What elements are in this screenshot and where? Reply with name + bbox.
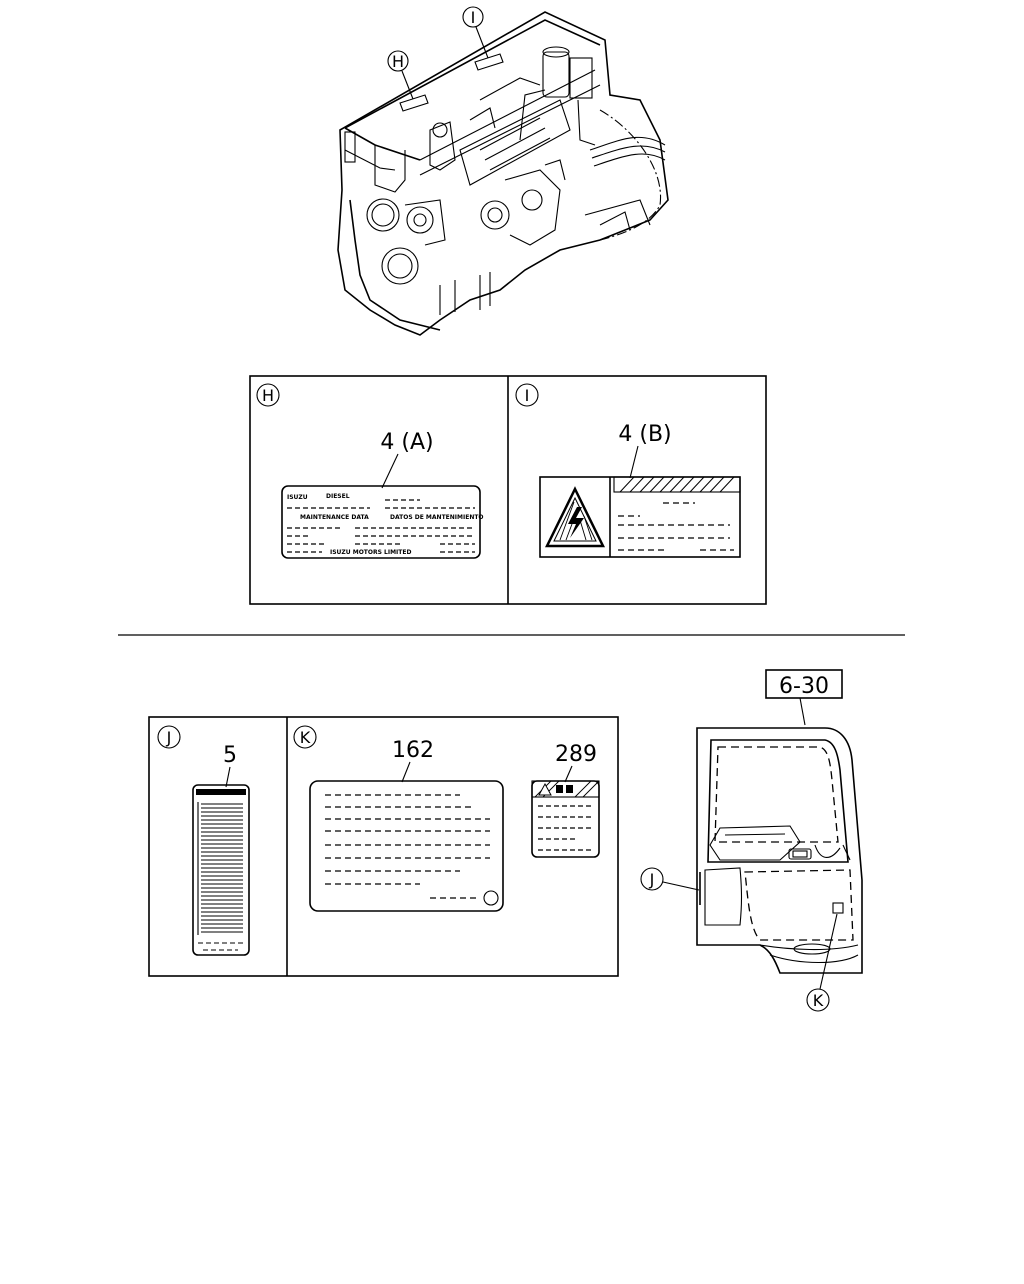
label-brand: ISUZU xyxy=(287,494,308,501)
panel-k-part-ref-warning: 289 xyxy=(555,742,597,767)
label-location-h xyxy=(399,94,429,112)
info-plate-label xyxy=(309,780,504,912)
door-callout-circle-k xyxy=(806,988,830,1012)
panel-k-callout: K xyxy=(300,728,311,747)
page-ref: 6-30 xyxy=(779,674,829,699)
maintenance-data-label xyxy=(281,485,481,559)
panel-i: I 4 (B) xyxy=(515,383,741,558)
warning-triangle-icon xyxy=(538,782,552,796)
callout-circle-i xyxy=(462,6,484,28)
label-location-i xyxy=(474,53,504,71)
panel-k: K 162 289 xyxy=(293,725,600,912)
door-jamb-label xyxy=(192,784,250,956)
panel-j-callout-circle xyxy=(157,725,181,749)
callout-h: H xyxy=(392,52,404,71)
panel-j-callout: J xyxy=(166,728,172,747)
panel-k-part-ref-main: 162 xyxy=(392,738,434,763)
panel-j-part-ref: 5 xyxy=(223,743,237,768)
panel-h: H 4 (A) ISUZU DIESEL MAINTENANCE DATA DA… xyxy=(256,383,484,559)
door-callout-j: J xyxy=(649,870,655,889)
panel-i-part-ref: 4 (B) xyxy=(618,422,671,447)
panel-k-callout-circle xyxy=(293,725,317,749)
label-panel-h-i xyxy=(249,375,767,605)
label-col2-header: DATOS DE MANTENIMIENTO xyxy=(390,514,484,521)
panel-j: J 5 xyxy=(157,725,250,956)
door-location-view: 6-30 J K xyxy=(640,669,863,1012)
label-col1-header: MAINTENANCE DATA xyxy=(300,514,369,521)
callout-circle-h xyxy=(387,50,409,72)
page-ref-box xyxy=(765,669,843,699)
label-location-k xyxy=(832,902,844,914)
panel-i-callout: I xyxy=(525,386,530,405)
label-panel-j-k xyxy=(148,716,619,977)
door-callout-circle-j xyxy=(640,867,664,891)
door-callout-k: K xyxy=(813,991,824,1010)
label-footer: ISUZU MOTORS LIMITED xyxy=(330,549,411,556)
label-brand-suffix: DIESEL xyxy=(326,493,350,500)
engine-illustration: H I xyxy=(337,6,669,336)
panel-h-callout-circle xyxy=(256,383,280,407)
callout-i: I xyxy=(471,8,476,27)
panel-h-part-ref: 4 (A) xyxy=(380,430,433,455)
panel-h-callout: H xyxy=(262,386,274,405)
high-voltage-warning-icon xyxy=(544,486,606,548)
panel-i-callout-circle xyxy=(515,383,539,407)
